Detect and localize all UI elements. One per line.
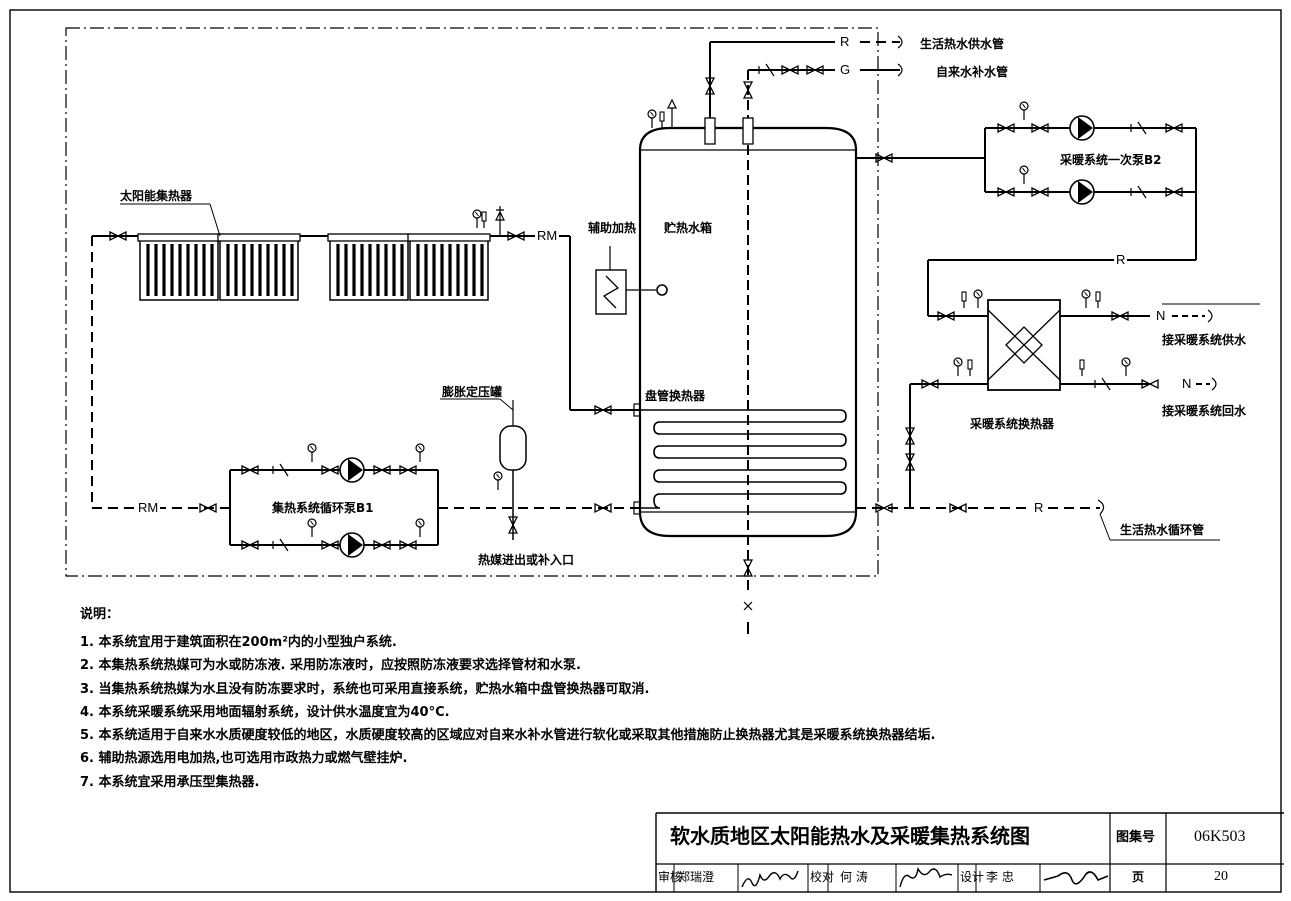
note-item: 6. 辅助热源选用电加热,也可选用市政热力或燃气壁挂炉. [80, 751, 408, 767]
atlas-number: 06K503 [1194, 828, 1246, 845]
reviewer-name: 郑瑞澄 [678, 870, 715, 884]
checker-name: 何 涛 [840, 870, 868, 884]
check-label: 校对 [810, 870, 835, 884]
heating-supply-label: 接采暖系统供水 [1162, 333, 1247, 347]
tap-makeup-label: 自来水补水管 [936, 65, 1009, 79]
pipe-code-n: N [1180, 376, 1194, 391]
pipe-code-n: N [1154, 308, 1168, 323]
reviewer-signature [741, 870, 799, 888]
pipe-code-r: R [1114, 252, 1128, 267]
coil-exchanger-label: 盘管换热器 [645, 389, 706, 403]
dhw-supply-label: 生活热水供水管 [920, 37, 1005, 51]
notes: 说明： 1. 本系统宜用于建筑面积在200m²内的小型独户系统. 2. 本集热系… [80, 603, 935, 794]
storage-tank-label: 贮热水箱 [664, 221, 713, 235]
aux-heating-label: 辅助加热 [588, 221, 637, 235]
note-item: 5. 本系统适用于自来水水质硬度较低的地区，水质硬度较高的区域应对自来水补水管进… [80, 728, 936, 744]
heating-primary-pump-label: 采暖系统一次泵B2 [1060, 153, 1162, 167]
solar-collector-label: 太阳能集热器 [120, 189, 193, 203]
collector-pump-label: 集热系统循环泵B1 [272, 501, 374, 515]
checker-signature [899, 867, 953, 888]
expansion-tank-label: 膨胀定压罐 [442, 385, 503, 399]
pipe-code-r: R [1032, 500, 1046, 515]
designer-signature [1043, 871, 1109, 885]
pipe-code-g: G [838, 62, 853, 77]
design-label: 设计 [960, 870, 985, 884]
note-item: 2. 本集热系统热媒可为水或防冻液. 采用防冻液时，应按照防冻液要求选择管材和水… [80, 658, 581, 674]
drawing-title: 软水质地区太阳能热水及采暖集热系统图 [670, 824, 1030, 848]
designer-name: 李 忠 [986, 870, 1014, 884]
heating-return-label: 接采暖系统回水 [1162, 404, 1247, 418]
note-item: 1. 本系统宜用于建筑面积在200m²内的小型独户系统. [80, 635, 397, 650]
note-item: 7. 本系统宜采用承压型集热器. [80, 774, 260, 790]
pipe-code-rm: RM [535, 228, 560, 243]
note-item: 3. 当集热系统热媒为水且没有防冻要求时，系统也可采用直接系统，贮热水箱中盘管换… [80, 681, 650, 697]
atlas-label: 图集号 [1116, 830, 1156, 845]
pipe-code-r: R [838, 34, 852, 49]
page-number: 20 [1214, 869, 1228, 884]
dhw-circulation-label: 生活热水循环管 [1120, 523, 1205, 537]
note-item: 4. 本系统采暖系统采用地面辐射系统，设计供水温度宜为40°C. [80, 704, 450, 720]
notes-title: 说明： [80, 607, 120, 622]
pipe-code-rm: RM [136, 500, 161, 515]
heating-exchanger-label: 采暖系统换热器 [970, 417, 1055, 431]
page-label: 页 [1132, 870, 1145, 884]
review-label: 审核 [658, 870, 683, 884]
heat-medium-port-label: 热媒进出或补入口 [478, 553, 575, 567]
